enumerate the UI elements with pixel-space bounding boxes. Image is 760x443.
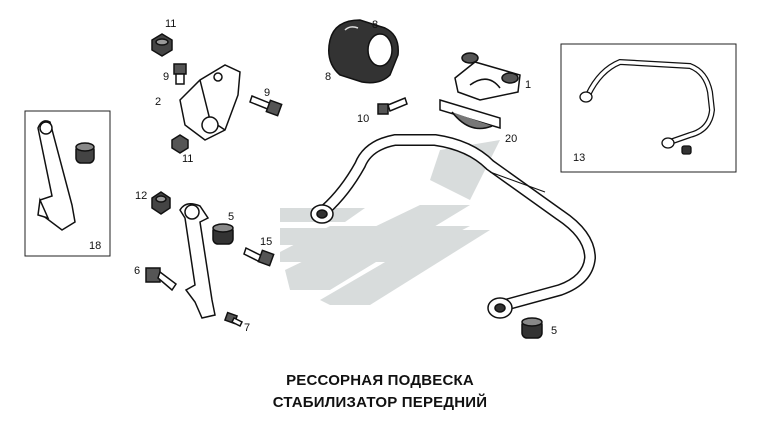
leader-line-center — [489, 171, 546, 193]
callout-15: 15 — [260, 236, 272, 248]
callout-20: 20 — [505, 133, 517, 145]
callout-8-bottom: 8 — [325, 71, 331, 83]
bushing-5-right — [521, 317, 543, 339]
bushing-5-left — [212, 223, 234, 245]
inset-13-bar — [585, 58, 716, 145]
callout-6: 6 — [134, 265, 140, 277]
callout-12: 12 — [135, 190, 147, 202]
stabilizer-bar — [319, 134, 597, 311]
inset-box-13 — [560, 43, 737, 173]
caption-line-1: РЕССОРНАЯ ПОДВЕСКА — [286, 372, 474, 389]
bolt-9-upper — [173, 63, 187, 85]
callout-7: 7 — [244, 322, 250, 334]
watermark-logo — [280, 140, 500, 305]
caption-line-2: СТАБИЛИЗАТОР ПЕРЕДНИЙ — [272, 394, 488, 411]
inset-box-18 — [24, 110, 111, 257]
callout-18: 18 — [89, 240, 101, 252]
callout-11-lower: 11 — [182, 153, 193, 165]
link-rod — [179, 203, 216, 319]
bolt-7 — [223, 311, 244, 328]
callout-labels: 11 9 2 11 9 8 8 10 1 20 13 18 12 5 15 6 … — [89, 18, 585, 337]
nut-11-top — [151, 33, 173, 57]
clamp-20 — [439, 98, 501, 130]
bar-eye-right — [487, 297, 513, 319]
callout-13: 13 — [573, 152, 585, 164]
callout-5-right: 5 — [551, 325, 557, 337]
callout-9-upper: 9 — [163, 71, 169, 83]
bushing-8 — [328, 19, 399, 84]
nut-12 — [151, 191, 171, 215]
callout-8-top: 8 — [372, 19, 378, 31]
callout-5-left: 5 — [228, 211, 234, 223]
callout-10: 10 — [357, 113, 369, 125]
nut-11-lower — [171, 134, 189, 154]
bolt-15 — [243, 246, 275, 267]
bolt-9-right — [249, 95, 283, 117]
bracket-2 — [179, 64, 241, 141]
bar-eye-left — [310, 204, 334, 224]
callout-1: 1 — [525, 79, 531, 91]
bolt-10 — [377, 97, 408, 115]
callout-2: 2 — [155, 96, 161, 108]
inset-13-eyes — [579, 91, 692, 155]
callout-9-right: 9 — [264, 87, 270, 99]
bolt-6 — [145, 267, 178, 292]
inset-18-link-rod — [37, 120, 95, 231]
clamp-1 — [454, 52, 521, 101]
callout-11-top: 11 — [165, 18, 176, 30]
